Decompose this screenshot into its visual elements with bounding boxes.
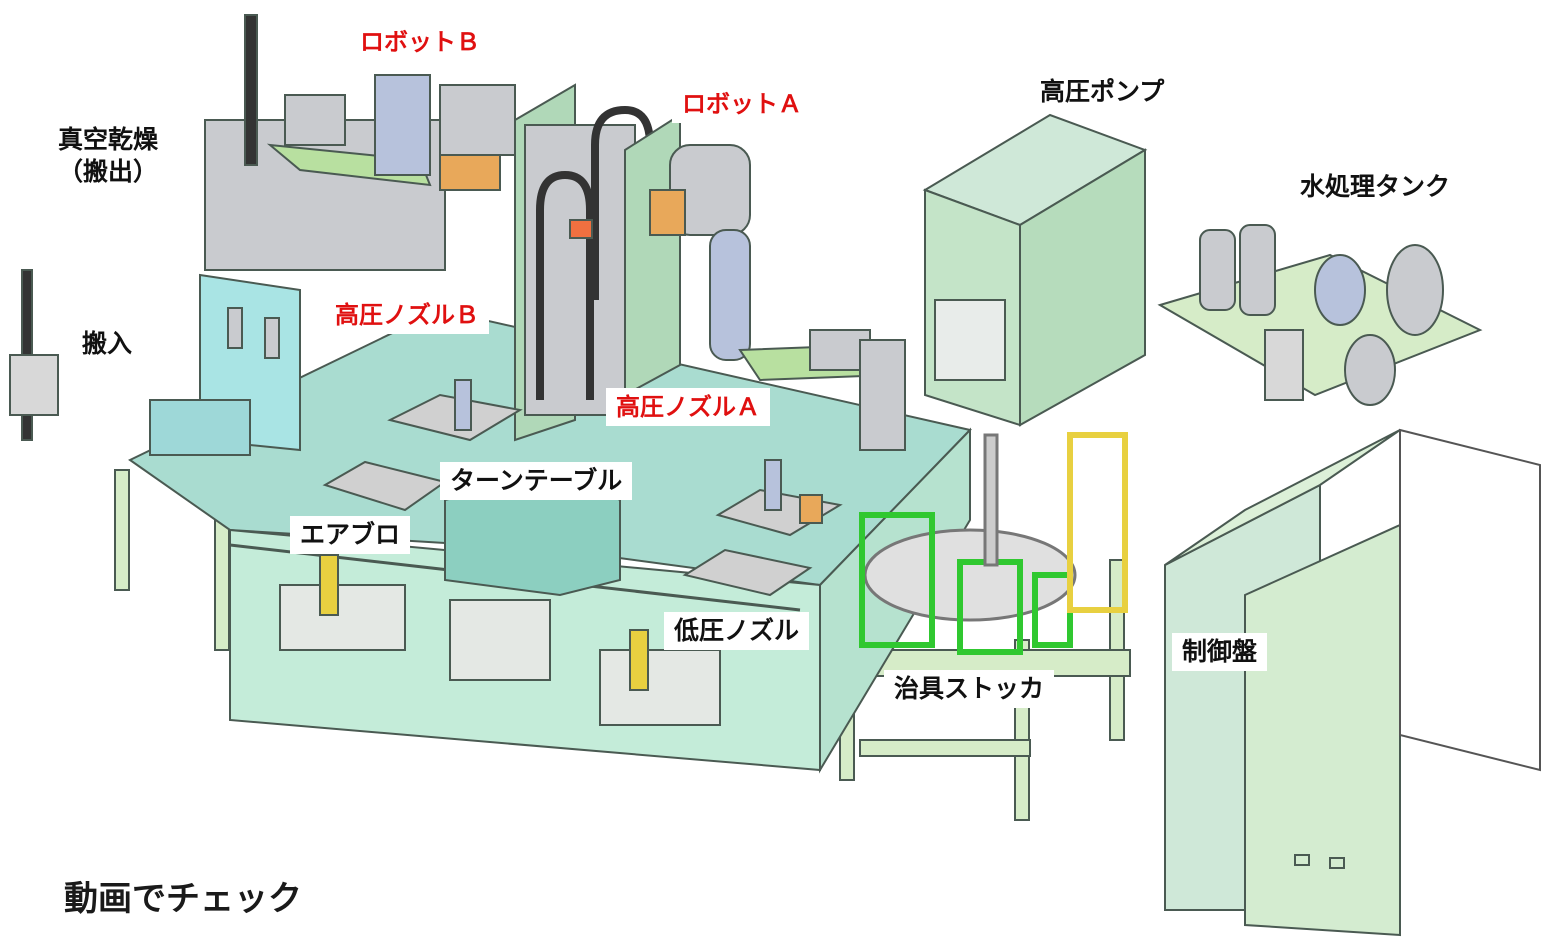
label-vacuum-dry: 真空乾燥 （搬出） xyxy=(48,120,169,192)
label-hp-nozzle-a: 高圧ノズルＡ xyxy=(606,388,770,426)
label-jig-stocker: 治具ストッカ xyxy=(884,670,1055,708)
tank-motor xyxy=(1264,329,1304,401)
front-panel xyxy=(449,599,551,681)
orange-part xyxy=(799,494,823,524)
loading-nozzle xyxy=(264,317,280,359)
label-hp-nozzle-b: 高圧ノズルＢ xyxy=(325,296,489,334)
robot-a-orange xyxy=(649,189,686,236)
robot-a-arm xyxy=(709,229,751,361)
label-robot-b: ロボットＢ xyxy=(350,23,490,61)
hp-nozzle-a-post xyxy=(764,459,782,511)
pump-side xyxy=(1019,148,1146,427)
front-panel xyxy=(279,584,406,651)
label-high-pressure-pump: 高圧ポンプ xyxy=(1030,73,1175,111)
fixture-plate xyxy=(682,548,813,597)
control-panel-door xyxy=(1399,428,1541,772)
tank-cylinder xyxy=(1239,224,1276,316)
control-panel-front xyxy=(1244,523,1401,937)
label-control-panel: 制御盤 xyxy=(1172,633,1268,671)
base-leg xyxy=(114,469,130,591)
panel-slot xyxy=(1294,854,1310,866)
label-carry-in: 搬入 xyxy=(72,325,143,363)
tank-cylinder xyxy=(1199,229,1236,311)
watch-video-link[interactable]: 動画でチェック xyxy=(64,879,302,919)
label-water-tank: 水処理タンク xyxy=(1290,168,1461,206)
tower-cable-loop xyxy=(591,105,654,300)
hp-nozzle-b-post xyxy=(454,379,472,431)
robot-b-base xyxy=(284,94,346,146)
label-turntable: ターンテーブル xyxy=(440,462,633,500)
central-tower-front xyxy=(624,113,681,397)
tower-cable-loop xyxy=(536,170,594,400)
panel-slot xyxy=(1329,857,1345,869)
tank-vessel xyxy=(1386,244,1444,336)
pump-window xyxy=(934,299,1006,381)
tank-vessel xyxy=(1344,334,1396,406)
green-jig xyxy=(859,512,935,648)
dryer-cable-chain xyxy=(244,14,258,166)
carry-in-head xyxy=(9,354,59,416)
robot-b-head xyxy=(439,84,516,156)
robot-a-gripper xyxy=(859,339,906,451)
label-robot-a: ロボットＡ xyxy=(672,85,812,123)
yellow-clamp xyxy=(319,554,339,616)
label-vacuum-dry-line1: 真空乾燥 xyxy=(58,125,159,154)
stocker-post xyxy=(983,433,999,567)
label-air-blow: エアブロ xyxy=(290,516,411,554)
tower-orange xyxy=(569,219,593,239)
yellow-clamp xyxy=(629,629,649,691)
robot-b-orange xyxy=(439,154,501,191)
label-lp-nozzle: 低圧ノズル xyxy=(664,612,810,650)
yellow-jig xyxy=(1067,432,1128,613)
loading-tray xyxy=(149,399,251,456)
tank-vessel xyxy=(1314,254,1366,326)
base-leg xyxy=(214,519,230,651)
front-panel xyxy=(599,649,721,726)
robot-b-cover xyxy=(374,74,431,176)
label-vacuum-dry-line2: （搬出） xyxy=(58,157,159,186)
stocker-frame xyxy=(859,739,1031,757)
loading-nozzle xyxy=(227,307,243,349)
